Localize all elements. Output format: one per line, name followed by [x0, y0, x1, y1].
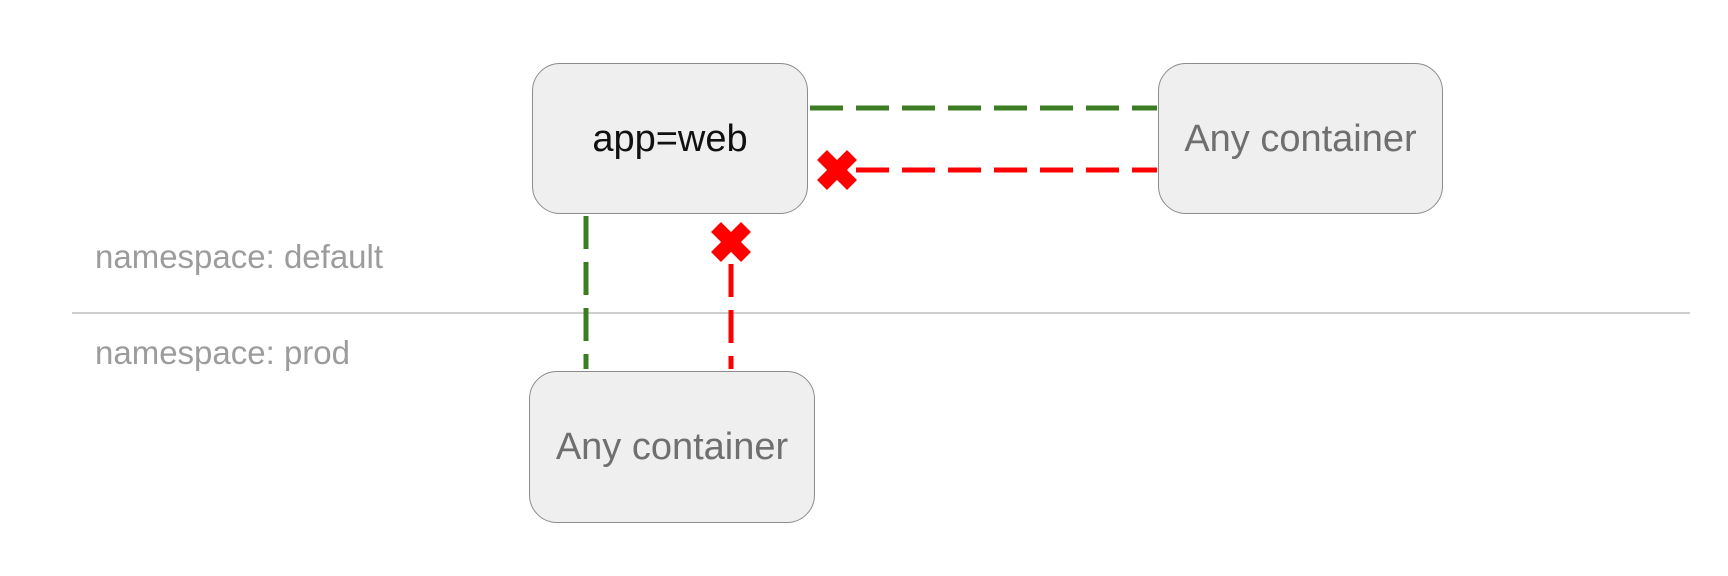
blocked-cross-icon	[711, 222, 751, 262]
node-any-container-default-label: Any container	[1184, 117, 1417, 160]
blocked-cross-icon	[711, 222, 751, 262]
node-any-container-default: Any container	[1158, 63, 1443, 214]
node-any-container-prod: Any container	[529, 371, 815, 523]
node-any-container-prod-label: Any container	[555, 426, 789, 468]
namespace-prod-label: namespace: prod	[95, 334, 350, 371]
node-app-web: app=web	[532, 63, 808, 214]
node-app-web-label: app=web	[592, 117, 748, 160]
blocked-cross-icon	[817, 150, 857, 190]
namespace-divider	[72, 312, 1690, 314]
blocked-cross-icon	[817, 150, 857, 190]
namespace-default-label: namespace: default	[95, 238, 384, 275]
